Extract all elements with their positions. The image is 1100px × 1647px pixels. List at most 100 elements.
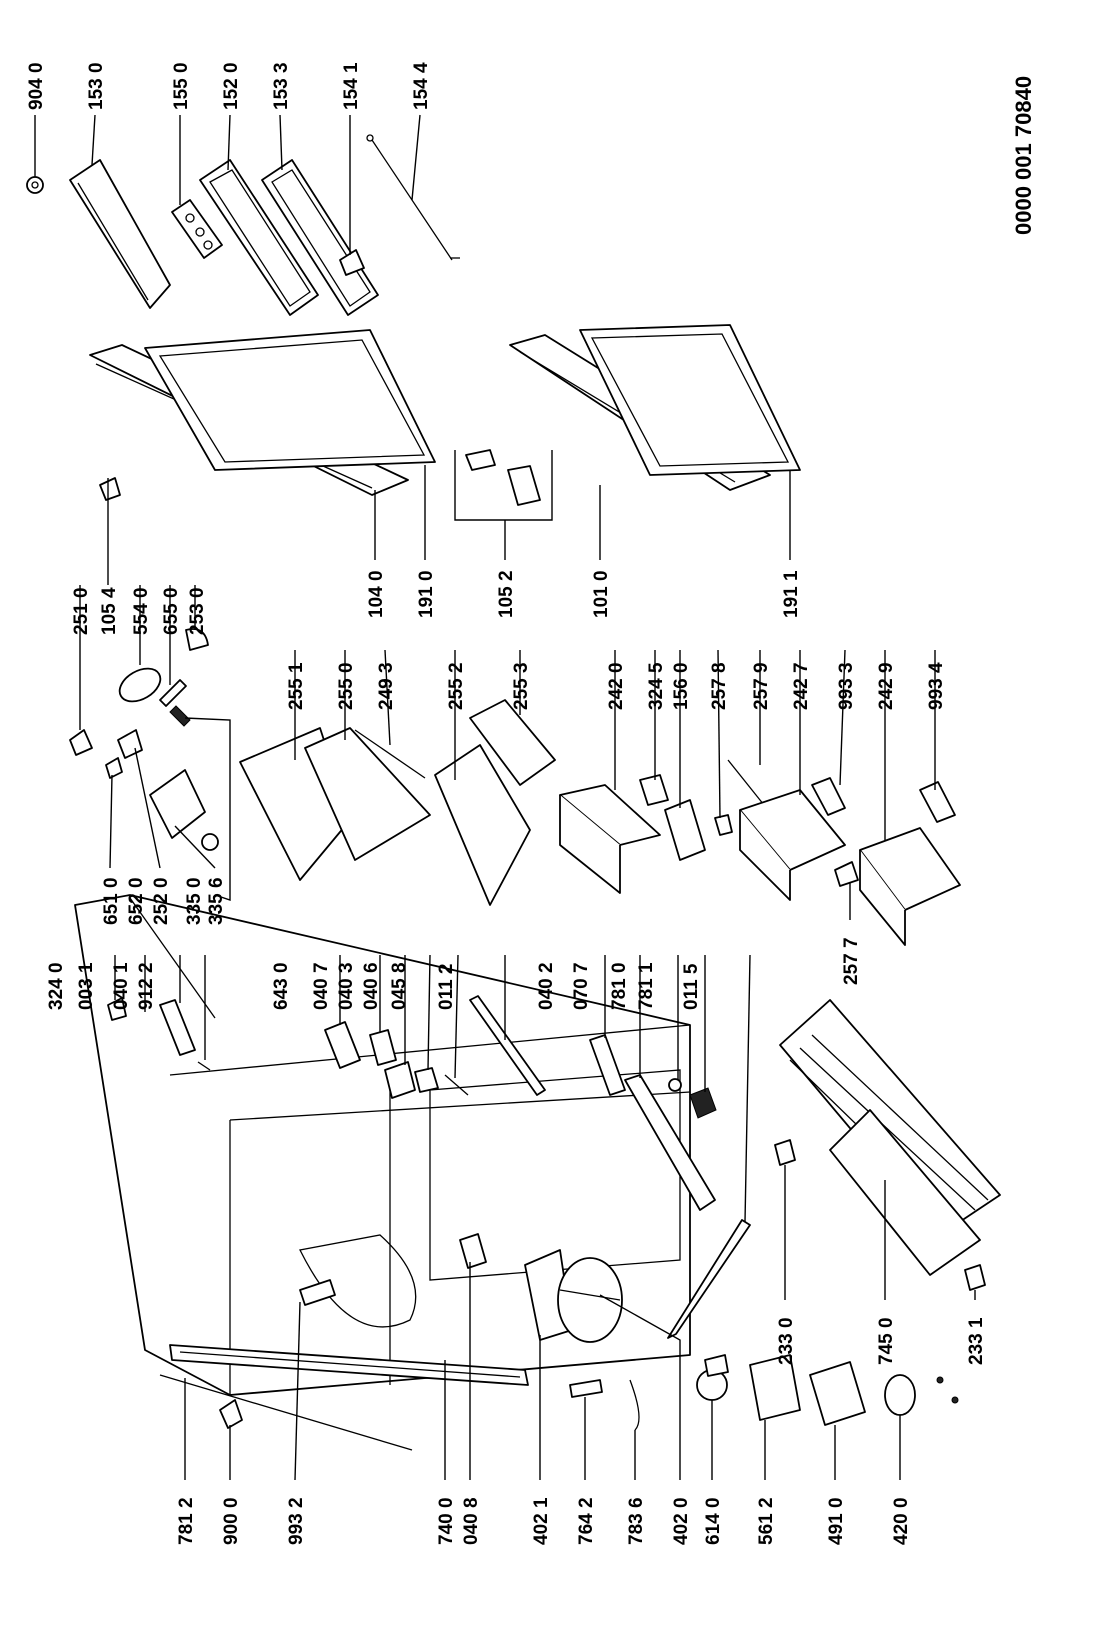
- part-912-2: [197, 1061, 211, 1071]
- label-249-3: 249 3: [376, 662, 397, 710]
- part-233-1: [964, 1264, 986, 1291]
- label-900-0: 900 0: [221, 1497, 242, 1545]
- wire-racks-group: [774, 999, 1001, 1291]
- part-740-0-condenser: [169, 1344, 529, 1386]
- part-643-0: [324, 1021, 361, 1069]
- part-070-7: [624, 1074, 716, 1211]
- part-154-4: [366, 134, 460, 261]
- label-040-3: 040 3: [336, 962, 357, 1010]
- part-011-2-rail: [469, 995, 546, 1096]
- part-491-0: [809, 1361, 866, 1426]
- part-764-2-filter: [569, 1379, 603, 1398]
- label-652-0: 652 0: [126, 877, 147, 925]
- part-040-7: [369, 1029, 397, 1066]
- part-153-0: [69, 159, 171, 309]
- label-040-1: 040 1: [111, 962, 132, 1010]
- part-105-4: [99, 477, 121, 501]
- part-781-1: [689, 1087, 717, 1119]
- part-242-9-crisper: [859, 827, 961, 946]
- doors-group: [89, 324, 801, 521]
- label-643-0: 643 0: [271, 962, 292, 1010]
- label-011-2: 011 2: [436, 964, 457, 1011]
- label-251-0: 251 0: [71, 587, 92, 635]
- part-993-3: [811, 777, 846, 816]
- label-651-0: 651 0: [101, 877, 122, 925]
- part-257-7: [834, 861, 859, 887]
- part-105-2-hinge-set: [454, 449, 553, 521]
- part-783-6: [629, 1379, 640, 1431]
- part-904-0: [26, 176, 44, 194]
- part-745-0-wire-shelf: [779, 999, 1001, 1276]
- part-040-8: [459, 1233, 487, 1269]
- compressor-group: [159, 1249, 959, 1451]
- label-255-3: 255 3: [511, 662, 532, 710]
- part-045-8: [444, 1074, 469, 1096]
- part-003-1-top-panel: [129, 897, 216, 1019]
- part-900-0: [219, 1399, 243, 1429]
- label-554-0: 554 0: [131, 587, 152, 635]
- thermostat-light-group: [69, 628, 219, 851]
- label-781-0: 781 0: [609, 962, 630, 1010]
- label-152-0: 152 0: [221, 62, 242, 110]
- part-156-0-egg-tray: [664, 799, 706, 861]
- part-614-0: [696, 1354, 729, 1401]
- part-249-3-trim: [354, 729, 426, 779]
- part-561-2: [749, 1354, 801, 1421]
- label-242-0: 242 0: [606, 662, 627, 710]
- part-781-2-tube: [159, 1374, 413, 1451]
- part-324-0: [107, 997, 127, 1021]
- label-561-2: 561 2: [756, 1497, 777, 1545]
- label-335-6: 335 6: [206, 877, 227, 925]
- part-191-1-lower-gasket: [579, 324, 801, 476]
- label-191-1: 191 1: [781, 570, 802, 618]
- screws: [936, 1376, 959, 1404]
- part-651-0: [105, 757, 123, 779]
- part-242-0-drawer: [559, 784, 661, 894]
- part-011-5-rail: [667, 1219, 751, 1339]
- label-740-0: 740 0: [436, 1497, 457, 1545]
- label-105-2: 105 2: [496, 570, 517, 618]
- part-253-0: [185, 628, 209, 651]
- document-id: 0000 001 70840: [1011, 76, 1036, 235]
- label-491-0: 491 0: [826, 1497, 847, 1545]
- label-233-1: 233 1: [966, 1317, 987, 1365]
- label-655-0: 655 0: [161, 587, 182, 635]
- label-045-8: 045 8: [389, 962, 410, 1010]
- part-402-0-compressor: [557, 1257, 623, 1343]
- label-781-1: 781 1: [636, 962, 657, 1010]
- part-191-0-door-gasket: [144, 329, 436, 471]
- part-324-5: [639, 774, 669, 806]
- label-040-7: 040 7: [311, 962, 332, 1010]
- part-040-6: [414, 1067, 439, 1093]
- label-257-8: 257 8: [709, 662, 730, 710]
- part-257-9-rail: [727, 759, 769, 811]
- part-335-6: [169, 705, 191, 727]
- part-652-0: [117, 729, 143, 759]
- label-993-2: 993 2: [286, 1497, 307, 1545]
- label-257-7: 257 7: [841, 937, 862, 985]
- label-420-0: 420 0: [891, 1497, 912, 1545]
- label-070-7: 070 7: [571, 962, 592, 1010]
- part-655-0: [159, 679, 187, 707]
- label-040-8: 040 8: [461, 1497, 482, 1545]
- label-191-0: 191 0: [416, 570, 437, 618]
- label-153-3: 153 3: [271, 62, 292, 110]
- label-154-1: 154 1: [341, 62, 362, 110]
- part-993-2: [299, 1279, 336, 1306]
- label-745-0: 745 0: [876, 1317, 897, 1365]
- label-764-2: 764 2: [576, 1497, 597, 1545]
- label-003-1: 003 1: [76, 962, 97, 1010]
- part-420-0: [884, 1374, 916, 1416]
- part-993-4: [919, 781, 956, 823]
- label-104-0: 104 0: [366, 570, 387, 618]
- label-324-0: 324 0: [46, 962, 67, 1010]
- part-242-7-crisper: [739, 789, 846, 901]
- label-101-0: 101 0: [591, 570, 612, 618]
- label-335-0: 335 0: [184, 877, 205, 925]
- label-233-0: 233 0: [776, 1317, 797, 1365]
- part-335-0: [201, 833, 219, 851]
- label-783-6: 783 6: [626, 1497, 647, 1545]
- label-257-9: 257 9: [751, 662, 772, 710]
- part-152-0: [199, 159, 319, 316]
